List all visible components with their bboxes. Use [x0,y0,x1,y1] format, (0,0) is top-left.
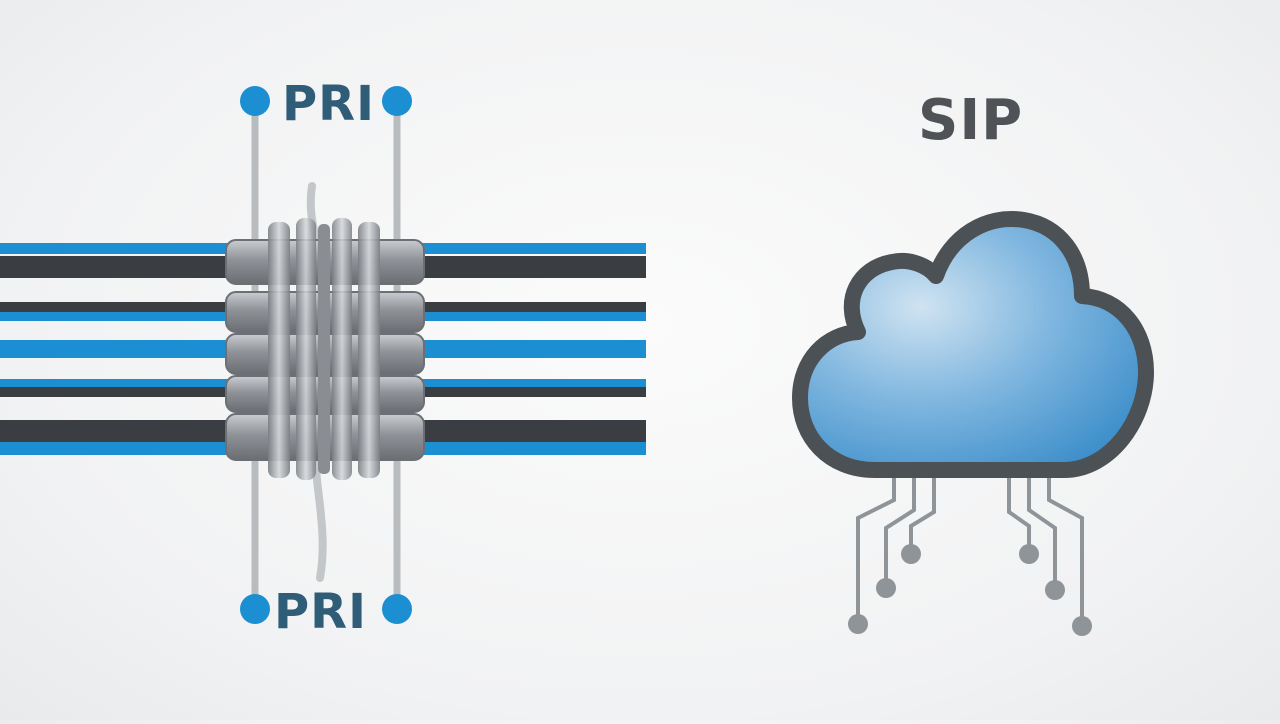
pin-dot-top-left [240,86,270,116]
sip-cloud-icon [792,211,1154,636]
circuit-nodes [848,544,1092,636]
pin-dot-bottom-right [382,594,412,624]
cloud-shape [792,211,1154,478]
cables-left [0,243,230,455]
pin-dot-top-right [382,86,412,116]
sip-label: SIP [918,88,1024,153]
pri-cable-bundle-icon [0,86,646,624]
metal-connector-block [225,218,425,480]
pin-dot-bottom-left [240,594,270,624]
pri-top-label: PRI [282,76,375,132]
cables-right [420,243,646,455]
circuit-traces [856,472,1084,624]
pri-bottom-label: PRI [274,584,367,640]
